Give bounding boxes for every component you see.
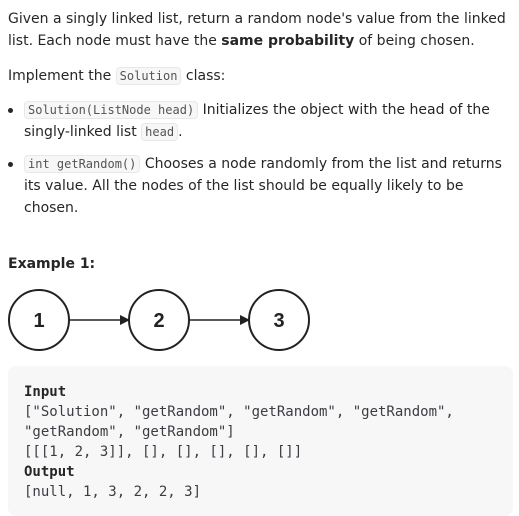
list-node-2: 2: [128, 289, 190, 351]
implement-text: Implement the: [8, 68, 116, 84]
implement-text-end: class:: [181, 68, 226, 84]
intro-text: Given a singly linked list, return a ran…: [8, 11, 506, 49]
example-io-block: Input ["Solution", "getRandom", "getRand…: [8, 366, 513, 516]
input-line-3: [[[1, 2, 3]], [], [], [], [], []]: [24, 444, 303, 460]
intro-bold-text: same probability: [221, 33, 355, 49]
list-node-1: 1: [8, 289, 70, 351]
list-node-3-label: 3: [273, 310, 284, 332]
input-line-2: "getRandom", "getRandom"]: [24, 424, 235, 440]
output-line-1: [null, 1, 3, 2, 2, 3]: [24, 484, 202, 500]
head-code: head: [141, 123, 179, 141]
input-label: Input: [24, 384, 67, 400]
method-item-getrandom: int getRandom() Chooses a node randomly …: [8, 153, 513, 219]
list-node-1-label: 1: [33, 310, 44, 332]
constructor-description-end: .: [178, 124, 183, 140]
implement-paragraph: Implement the Solution class:: [8, 65, 513, 87]
getrandom-description: Chooses a node randomly from the list an…: [24, 156, 502, 216]
intro-paragraph: Given a singly linked list, return a ran…: [8, 8, 513, 52]
problem-description: Given a singly linked list, return a ran…: [8, 8, 513, 229]
method-list: Solution(ListNode head) Initializes the …: [8, 99, 513, 219]
getrandom-signature-code: int getRandom(): [24, 155, 141, 173]
output-label: Output: [24, 464, 75, 480]
list-node-3: 3: [248, 289, 310, 351]
intro-text-end: of being chosen.: [354, 33, 475, 49]
constructor-description: Initializes the object with the head of …: [24, 102, 490, 140]
linked-list-diagram: 1 2 3: [8, 289, 310, 351]
example-heading: Example 1:: [8, 256, 96, 272]
input-line-1: ["Solution", "getRandom", "getRandom", "…: [24, 404, 454, 420]
list-node-2-label: 2: [153, 310, 164, 332]
constructor-signature-code: Solution(ListNode head): [24, 101, 199, 119]
method-item-constructor: Solution(ListNode head) Initializes the …: [8, 99, 513, 143]
class-name-code: Solution: [115, 67, 182, 85]
